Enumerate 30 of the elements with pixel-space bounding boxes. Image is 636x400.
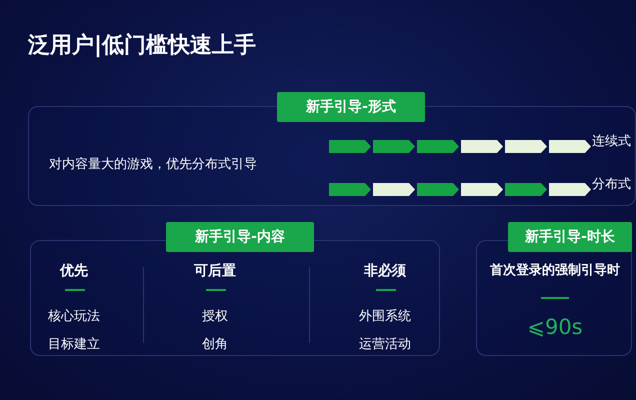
list-item: 运营活动	[358, 336, 412, 353]
arrow-shape	[373, 140, 415, 153]
arrow-shape	[329, 140, 371, 153]
arrow-shape	[329, 183, 371, 196]
title-badge: 新手引导-形式	[277, 92, 425, 122]
list-item: 外围系统	[358, 308, 412, 325]
list-item: 目标建立	[47, 336, 101, 353]
arrow-shape	[417, 183, 459, 196]
arrow-shape	[505, 183, 547, 196]
arrow-shape	[373, 183, 415, 196]
column-heading: 优先	[58, 262, 89, 280]
title-badge: 新手引导-内容	[166, 222, 314, 252]
body-text: 对内容量大的游戏，优先分布式引导	[49, 156, 258, 173]
row-label: 连续式	[592, 133, 632, 150]
list-item: 核心玩法	[47, 308, 101, 325]
arrow-shape	[417, 140, 459, 153]
row-label: 分布式	[592, 176, 632, 193]
body-text: 首次登录的强制引导时	[489, 262, 621, 279]
slide-title: 泛用户|低门槛快速上手	[28, 32, 256, 60]
arrow-shape	[461, 183, 503, 196]
value-text: ⩽90s	[526, 315, 584, 339]
title-badge: 新手引导-时长	[508, 222, 632, 252]
arrow-shape	[505, 140, 547, 153]
list-item: 创角	[201, 336, 229, 353]
column-heading: 可后置	[193, 262, 237, 280]
arrow-shape	[549, 140, 591, 153]
column-heading: 非必须	[363, 262, 407, 280]
list-item: 授权	[201, 308, 229, 325]
arrow-shape	[549, 183, 591, 196]
arrow-shape	[461, 140, 503, 153]
